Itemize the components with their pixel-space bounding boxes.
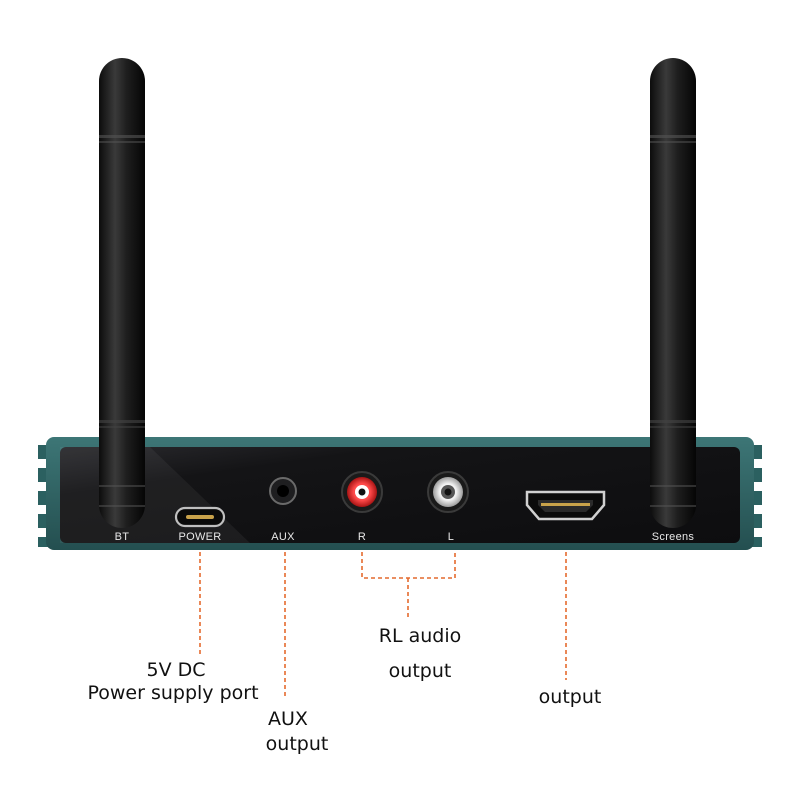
label-r: R bbox=[358, 531, 366, 543]
callout-aux-line2: output bbox=[266, 733, 329, 755]
label-screens: Screens bbox=[652, 531, 695, 543]
aux-jack bbox=[269, 477, 297, 505]
leader-lines bbox=[199, 552, 567, 698]
callouts: 5V DC Power supply port AUX output RL au… bbox=[87, 625, 601, 755]
hdmi-port bbox=[525, 490, 606, 521]
callout-aux-line1: AUX bbox=[268, 708, 308, 730]
port-labels: BT POWER AUX R L Screens bbox=[115, 531, 695, 543]
callout-power-line2: Power supply port bbox=[87, 682, 258, 704]
screens-antenna bbox=[650, 58, 696, 528]
callout-hdmi: output bbox=[539, 686, 602, 708]
bt-antenna bbox=[99, 58, 145, 528]
leader-rl bbox=[361, 552, 456, 618]
usb-c-power-port bbox=[174, 506, 226, 528]
rca-l-jack bbox=[427, 471, 469, 513]
label-l: L bbox=[448, 531, 454, 543]
callout-rl-line2: output bbox=[389, 660, 452, 682]
callout-rl-line1: RL audio bbox=[379, 625, 461, 647]
label-power: POWER bbox=[178, 531, 221, 543]
rca-r-jack bbox=[341, 471, 383, 513]
label-bt: BT bbox=[115, 531, 130, 543]
label-aux: AUX bbox=[271, 531, 295, 543]
callout-power-line1: 5V DC bbox=[146, 659, 205, 681]
